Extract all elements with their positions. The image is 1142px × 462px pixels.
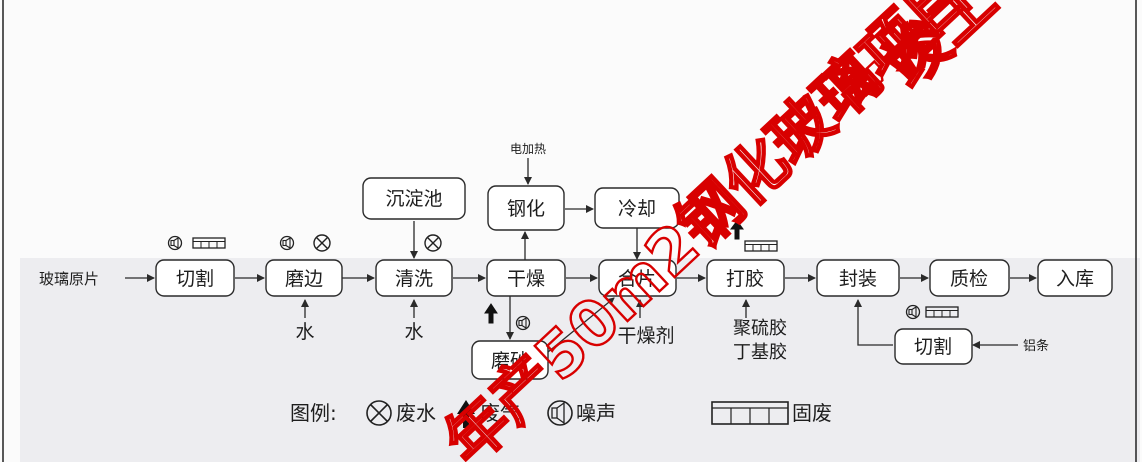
svg-text:清洗: 清洗 — [395, 268, 433, 290]
label-raw-glass: 玻璃原片 — [39, 270, 99, 288]
svg-text:封装: 封装 — [839, 268, 877, 290]
svg-text:切割: 切割 — [914, 336, 952, 358]
solid-waste-icon — [711, 401, 789, 425]
node-cooling: 冷却 — [594, 187, 680, 229]
svg-text:质检: 质检 — [950, 268, 988, 290]
node-edge-grinding: 磨边 — [265, 259, 343, 297]
node-warehousing: 入库 — [1037, 259, 1113, 297]
legend-wastewater: 废水 — [396, 401, 436, 425]
noise-icon — [547, 400, 573, 426]
label-water-2: 水 — [404, 321, 423, 343]
svg-text:冷却: 冷却 — [618, 198, 656, 220]
node-cut-1: 切割 — [155, 259, 235, 297]
node-tempering: 钢化 — [487, 185, 565, 231]
node-sediment-tank: 沉淀池 — [362, 177, 466, 220]
svg-text:磨边: 磨边 — [285, 268, 323, 290]
node-drying: 干燥 — [486, 259, 566, 297]
label-polysulfide-glue: 聚硫胶 — [733, 318, 787, 339]
exhaust-icon — [457, 400, 475, 428]
legend-solid-waste: 固废 — [792, 401, 832, 425]
svg-text:合片: 合片 — [618, 268, 656, 290]
exhaust-icon — [484, 303, 498, 324]
svg-text:干燥: 干燥 — [507, 268, 545, 290]
node-quality-check: 质检 — [929, 259, 1010, 297]
legend-noise: 噪声 — [576, 401, 616, 425]
node-packaging: 封装 — [816, 259, 900, 297]
label-desiccant: 干燥剂 — [617, 325, 674, 347]
node-cut-2: 切割 — [894, 328, 973, 365]
svg-text:钢化: 钢化 — [507, 198, 545, 220]
label-butyl-glue: 丁基胶 — [733, 342, 787, 363]
wastewater-icon — [366, 400, 392, 426]
legend: 图例: 废水 废气 噪声 固废 — [290, 400, 832, 428]
svg-text:入库: 入库 — [1056, 268, 1094, 290]
label-electric-heating: 电加热 — [510, 142, 546, 156]
legend-prefix: 图例: — [290, 401, 337, 425]
exhaust-icon — [730, 220, 744, 240]
svg-text:沉淀池: 沉淀池 — [385, 188, 442, 210]
svg-text:磨砂: 磨砂 — [491, 350, 529, 372]
svg-text:切割: 切割 — [176, 268, 214, 290]
svg-text:打胶: 打胶 — [726, 268, 764, 290]
node-gluing: 打胶 — [706, 259, 785, 297]
legend-exhaust: 废气 — [480, 401, 520, 425]
label-aluminum-strip: 铝条 — [1023, 338, 1049, 354]
node-washing: 清洗 — [375, 259, 453, 297]
node-laminating: 合片 — [598, 259, 677, 297]
node-sanding: 磨砂 — [471, 340, 549, 380]
label-water-1: 水 — [295, 321, 314, 343]
